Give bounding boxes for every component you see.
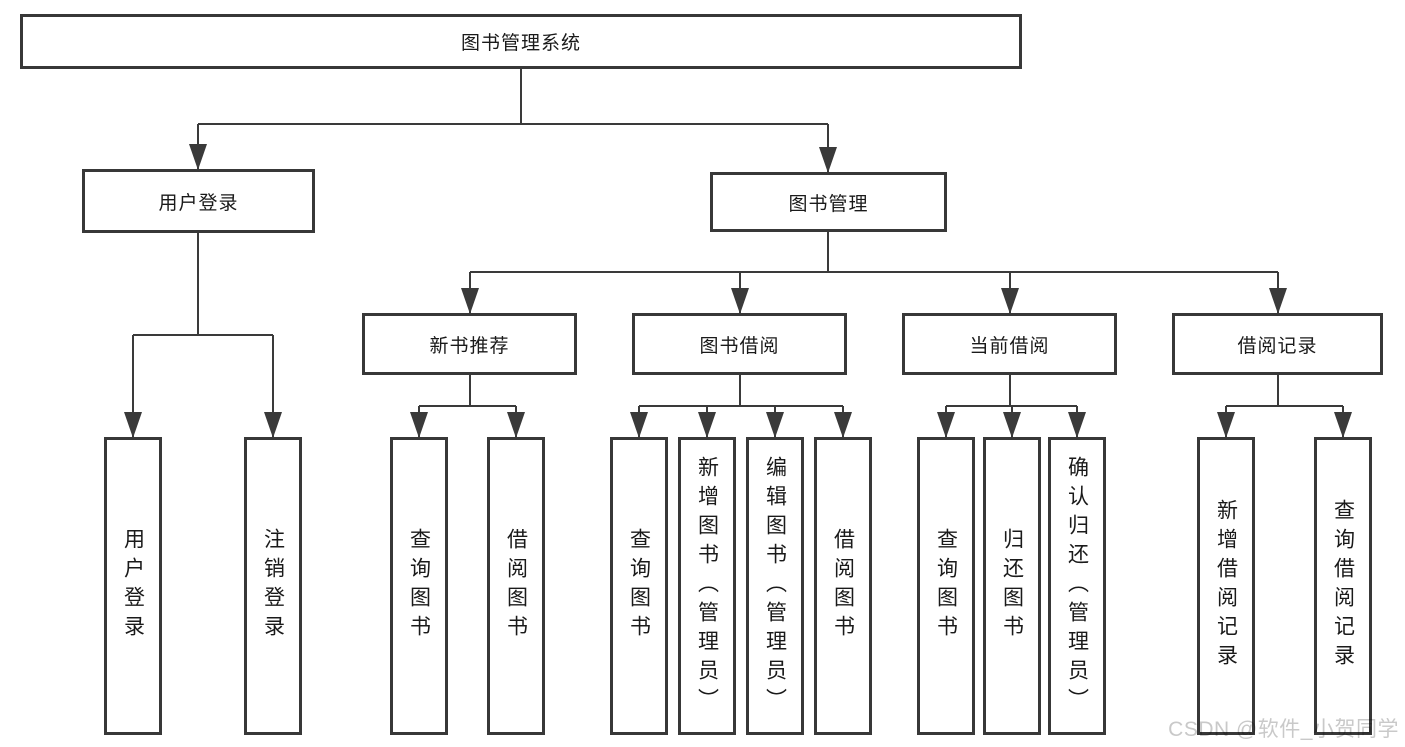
bus-user-login: [133, 233, 273, 336]
leaf-query-borrow-record-label: 查询借阅记录: [1331, 499, 1355, 673]
bus-book-management: [470, 232, 1278, 273]
leaf-current-query-books-label: 查询图书: [934, 528, 958, 644]
leaf-borrow-query-books-label: 查询图书: [627, 528, 651, 644]
leaf-edit-books-admin-label: 编辑图书（管理员）: [763, 455, 787, 717]
node-user-login: 用户登录: [82, 169, 315, 233]
node-borrow-records-label: 借阅记录: [1237, 335, 1318, 357]
leaf-add-borrow-record-label: 新增借阅记录: [1214, 499, 1238, 673]
leaf-add-books-admin: 新增图书（管理员）: [678, 437, 736, 735]
leaf-current-query-books: 查询图书: [917, 437, 975, 735]
node-book-borrow-label: 图书借阅: [699, 335, 780, 357]
leaf-confirm-return-admin: 确认归还（管理员）: [1048, 437, 1106, 735]
leaf-borrow-query-books: 查询图书: [610, 437, 668, 735]
leaf-recommend-query-books-label: 查询图书: [407, 528, 431, 644]
leaf-logout-label: 注销登录: [261, 528, 285, 644]
leaf-recommend-borrow-books: 借阅图书: [487, 437, 545, 735]
leaf-add-books-admin-label: 新增图书（管理员）: [695, 455, 719, 717]
leaf-logout: 注销登录: [244, 437, 302, 735]
bus-book-borrow: [639, 375, 843, 407]
bus-root: [198, 69, 828, 125]
node-current-borrow: 当前借阅: [902, 313, 1117, 375]
leaf-edit-books-admin: 编辑图书（管理员）: [746, 437, 804, 735]
leaf-confirm-return-admin-label: 确认归还（管理员）: [1065, 455, 1089, 717]
leaf-borrow-books: 借阅图书: [814, 437, 872, 735]
node-book-management: 图书管理: [710, 172, 947, 232]
node-current-borrow-label: 当前借阅: [969, 335, 1050, 357]
leaf-borrow-books-label: 借阅图书: [831, 528, 855, 644]
leaf-recommend-borrow-books-label: 借阅图书: [504, 528, 528, 644]
node-root-label: 图书管理系统: [460, 33, 581, 54]
leaf-recommend-query-books: 查询图书: [390, 437, 448, 735]
node-book-borrow: 图书借阅: [632, 313, 847, 375]
node-book-management-label: 图书管理: [788, 193, 869, 215]
node-new-book-recommend: 新书推荐: [362, 313, 577, 375]
leaf-user-login-label: 用户登录: [121, 528, 145, 644]
node-borrow-records: 借阅记录: [1172, 313, 1383, 375]
bus-current-borrow: [946, 375, 1077, 407]
leaf-return-books: 归还图书: [983, 437, 1041, 735]
node-root: 图书管理系统: [20, 14, 1022, 69]
node-user-login-label: 用户登录: [158, 192, 239, 214]
bus-new-book-recommend: [419, 375, 516, 407]
leaf-add-borrow-record: 新增借阅记录: [1197, 437, 1255, 735]
leaf-user-login: 用户登录: [104, 437, 162, 735]
csdn-watermark: CSDN @软件_小贺同学: [1168, 718, 1399, 741]
leaf-return-books-label: 归还图书: [1000, 528, 1024, 644]
bus-borrow-records: [1226, 375, 1343, 407]
node-new-book-recommend-label: 新书推荐: [429, 335, 510, 357]
leaf-query-borrow-record: 查询借阅记录: [1314, 437, 1372, 735]
